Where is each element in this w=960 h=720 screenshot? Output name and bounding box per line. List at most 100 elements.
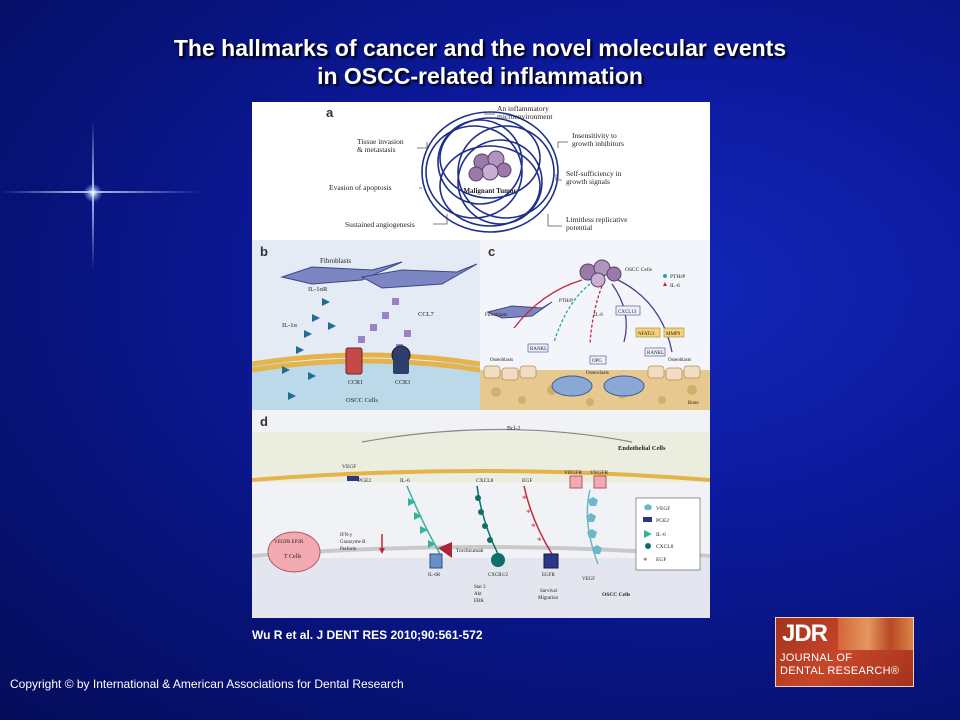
- logo-line-1: JOURNAL OF: [780, 652, 853, 664]
- hallmark-invasion: Tissue invasion: [357, 137, 404, 146]
- vegf-top-label: VEGF: [342, 464, 356, 470]
- svg-text:*: *: [522, 494, 527, 504]
- hallmark-limitless-2: potential: [566, 223, 592, 232]
- il1a-triangles: [282, 298, 336, 400]
- survival-label: Survival: [540, 589, 558, 594]
- figure-panel: a Malignant Tumor An inflammatory microe…: [252, 102, 710, 618]
- pthrp-c-label: PTHrP: [559, 299, 573, 304]
- tocilizumab-label: Tocilizumab: [456, 548, 484, 554]
- fibroblast-cell-1: [280, 261, 403, 285]
- slide-title: The hallmarks of cancer and the novel mo…: [80, 34, 880, 90]
- akt-label: Akt: [474, 592, 482, 597]
- svg-text:*: *: [526, 508, 531, 518]
- hallmark-self-sufficiency: Self-sufficiency in: [566, 169, 622, 178]
- center-label: Malignant Tumor: [463, 187, 516, 195]
- hallmark-insensitivity-2: growth inhibitors: [572, 139, 624, 148]
- vegf-low-label: VEGF: [582, 577, 595, 582]
- svg-text:*: *: [643, 556, 648, 566]
- copyright-notice: Copyright © by International & American …: [10, 677, 404, 691]
- logo-mark: JDR: [782, 620, 828, 647]
- osteoblast-row: [483, 365, 701, 381]
- migration-label: Migration: [538, 596, 558, 601]
- osteoblasts-left-label: Osteoblasts: [490, 358, 513, 363]
- bone-label: Bone: [688, 401, 699, 406]
- panel-c: c OSCC Cells PTHrP IL-6 Fibroblasts PTHr…: [480, 240, 710, 410]
- tcells-label: T Cells: [284, 554, 302, 560]
- granzyme-label: Granzyme B: [340, 540, 366, 545]
- oscc-cells-c-label: OSCC Cells: [625, 267, 652, 273]
- il6-glyphs: [408, 498, 436, 548]
- nfatc-label: NFATc3: [638, 332, 655, 337]
- ccl7-label: CCL7: [418, 311, 435, 318]
- endothelial-label: Endothelial Cells: [618, 445, 666, 452]
- stat3-label: Stat 3: [474, 585, 486, 590]
- bcl2-label: Bcl-2: [507, 426, 520, 432]
- ifn-label: IFN-γ: [340, 533, 353, 538]
- il1a-label: IL-1α: [282, 322, 298, 329]
- citation: Wu R et al. J DENT RES 2010;90:561-572: [252, 628, 483, 642]
- hallmark-self-sufficiency-2: growth signals: [566, 177, 610, 186]
- osteoclast-1: [551, 375, 593, 397]
- panel-b: b Fibroblasts IL-1αR IL-1α CCL7 CCR1: [252, 240, 481, 410]
- hallmark-apoptosis: Evasion of apoptosis: [329, 183, 392, 192]
- legend-d-egf: EGF: [656, 557, 666, 563]
- legend-d-pge2: PGE2: [656, 518, 669, 524]
- tcell-receptors-label: VEGFR EP2R: [274, 540, 304, 545]
- pge2-top-label: PGE2: [358, 478, 371, 484]
- title-line-1: The hallmarks of cancer and the novel mo…: [173, 35, 787, 61]
- svg-text:*: *: [537, 536, 542, 546]
- panel-a: a Malignant Tumor An inflammatory microe…: [252, 102, 710, 240]
- opg-label: OPG: [592, 359, 602, 364]
- hallmark-limitless: Limitless replicative: [566, 215, 628, 224]
- osteoblasts-right-label: Osteoblasts: [668, 358, 691, 363]
- fibroblast-c: [486, 301, 553, 319]
- vegf-glyphs: [586, 497, 602, 554]
- hallmark-inflammatory: An inflammatory: [497, 104, 549, 113]
- legend-pthrp: PTHrP: [670, 274, 685, 280]
- ccr1-receptor: [345, 347, 363, 375]
- bcl2-arc: [361, 428, 633, 443]
- legend-il6: IL-6: [670, 283, 680, 289]
- vegfr-top2-label: VEGFR: [590, 470, 608, 476]
- panel-b-label: b: [260, 244, 268, 259]
- logo-line-2: DENTAL RESEARCH®: [780, 665, 900, 677]
- il6-c-label: IL-6: [594, 313, 603, 318]
- oscc-cells-b-label: OSCC Cells: [346, 397, 378, 404]
- erk-label: ERK: [474, 599, 484, 604]
- cxcr-label: CXCR1/2: [488, 573, 509, 578]
- oscc-cells-d-label: OSCC Cells: [602, 592, 630, 598]
- panel-d: d Bcl-2 Endothelial Cells VEGF PGE2 IL-6…: [252, 410, 710, 618]
- fibroblast-cell-2: [360, 263, 478, 289]
- cxcl13-label: CXCL13: [618, 310, 637, 315]
- hallmark-inflammatory-2: microenvironment: [497, 112, 553, 121]
- panel-c-label: c: [488, 244, 495, 259]
- il1ar-label: IL-1αR: [308, 286, 328, 293]
- egfr-label: EGFR: [542, 573, 555, 578]
- cxcl8-glyphs: [475, 495, 493, 543]
- hallmark-invasion-2: & metastasis: [357, 145, 396, 154]
- vegfr-top-label: VEGFR: [564, 470, 582, 476]
- logo-image: [838, 618, 913, 650]
- fibroblasts-c-label: Fibroblasts: [485, 313, 507, 318]
- osteoclast-2: [603, 375, 645, 397]
- hallmark-insensitivity: Insensitivity to: [572, 131, 617, 140]
- ccr3-label: CCR3: [395, 380, 410, 386]
- egf-top-label: EGF: [522, 478, 532, 484]
- perforin-label: Perforin: [340, 547, 357, 552]
- lens-flare-core: [84, 184, 102, 202]
- mmp9-label: MMP9: [666, 332, 681, 337]
- title-line-2: in OSCC-related inflammation: [317, 63, 643, 89]
- il6r-label: IL-6R: [428, 573, 441, 578]
- panel-d-label: d: [260, 414, 268, 429]
- rankl-right-label: RANKL: [647, 351, 664, 356]
- signal-streams-d: [406, 485, 599, 565]
- hallmark-connectors: [417, 113, 568, 227]
- hallmark-angiogenesis: Sustained angiogenesis: [345, 220, 415, 229]
- rankl-left-label: RANKL: [530, 347, 547, 352]
- hallmark-rings: [421, 111, 559, 233]
- panel-a-label: a: [326, 105, 334, 120]
- legend-d-vegf: VEGF: [656, 506, 670, 512]
- t-cells: [267, 531, 321, 573]
- ccr1-label: CCR1: [348, 380, 363, 386]
- fibroblasts-label: Fibroblasts: [320, 257, 351, 265]
